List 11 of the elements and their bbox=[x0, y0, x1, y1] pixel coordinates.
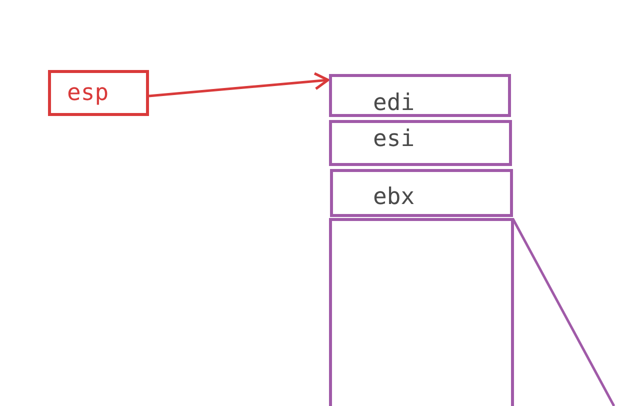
stack-slot bbox=[329, 120, 512, 166]
connector-line bbox=[512, 218, 616, 406]
pointer-arrow bbox=[148, 72, 330, 98]
pointer-box bbox=[48, 70, 149, 116]
stack-block bbox=[329, 218, 514, 406]
register-label: esp bbox=[67, 80, 109, 106]
stack-slot bbox=[329, 74, 511, 117]
stack-slot bbox=[330, 169, 513, 217]
register-label: edi bbox=[373, 90, 415, 116]
register-label: esi bbox=[373, 126, 415, 152]
register-label: ebx bbox=[373, 184, 415, 210]
